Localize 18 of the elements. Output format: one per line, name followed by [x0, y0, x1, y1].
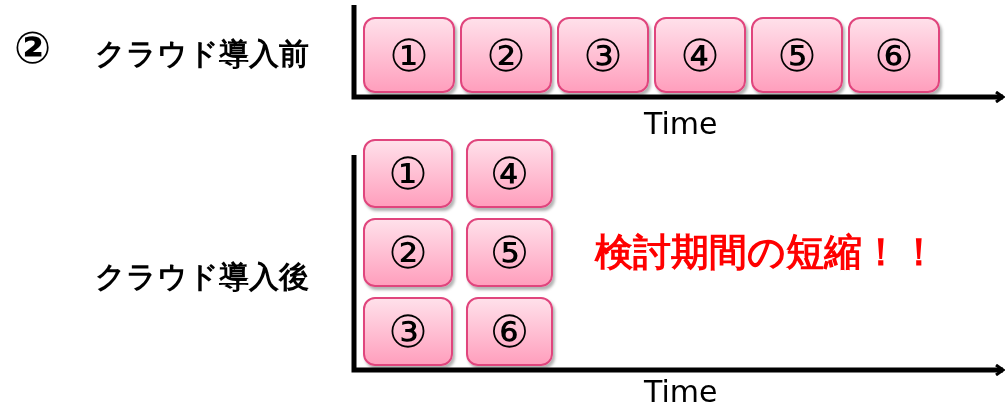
step-box: ③: [557, 17, 649, 93]
step-box: ⑤: [466, 218, 553, 287]
step-box: ②: [363, 218, 453, 287]
row-heading: クラウド導入後: [95, 258, 309, 296]
step-box: ③: [363, 297, 453, 366]
step-box: ④: [466, 139, 553, 208]
step-box: ⑥: [466, 297, 553, 366]
axis-label: Time: [644, 106, 718, 141]
axis-label: Time: [644, 374, 718, 408]
step-box: ④: [654, 17, 746, 93]
step-box: ⑤: [751, 17, 843, 93]
circled-number: ②: [14, 22, 52, 73]
row-heading: クラウド導入前: [95, 35, 309, 73]
step-box: ①: [363, 139, 453, 208]
step-box: ②: [460, 17, 552, 93]
step-box: ⑥: [848, 17, 940, 93]
headline: 検討期間の短縮！！: [595, 229, 938, 276]
step-box: ①: [363, 17, 455, 93]
